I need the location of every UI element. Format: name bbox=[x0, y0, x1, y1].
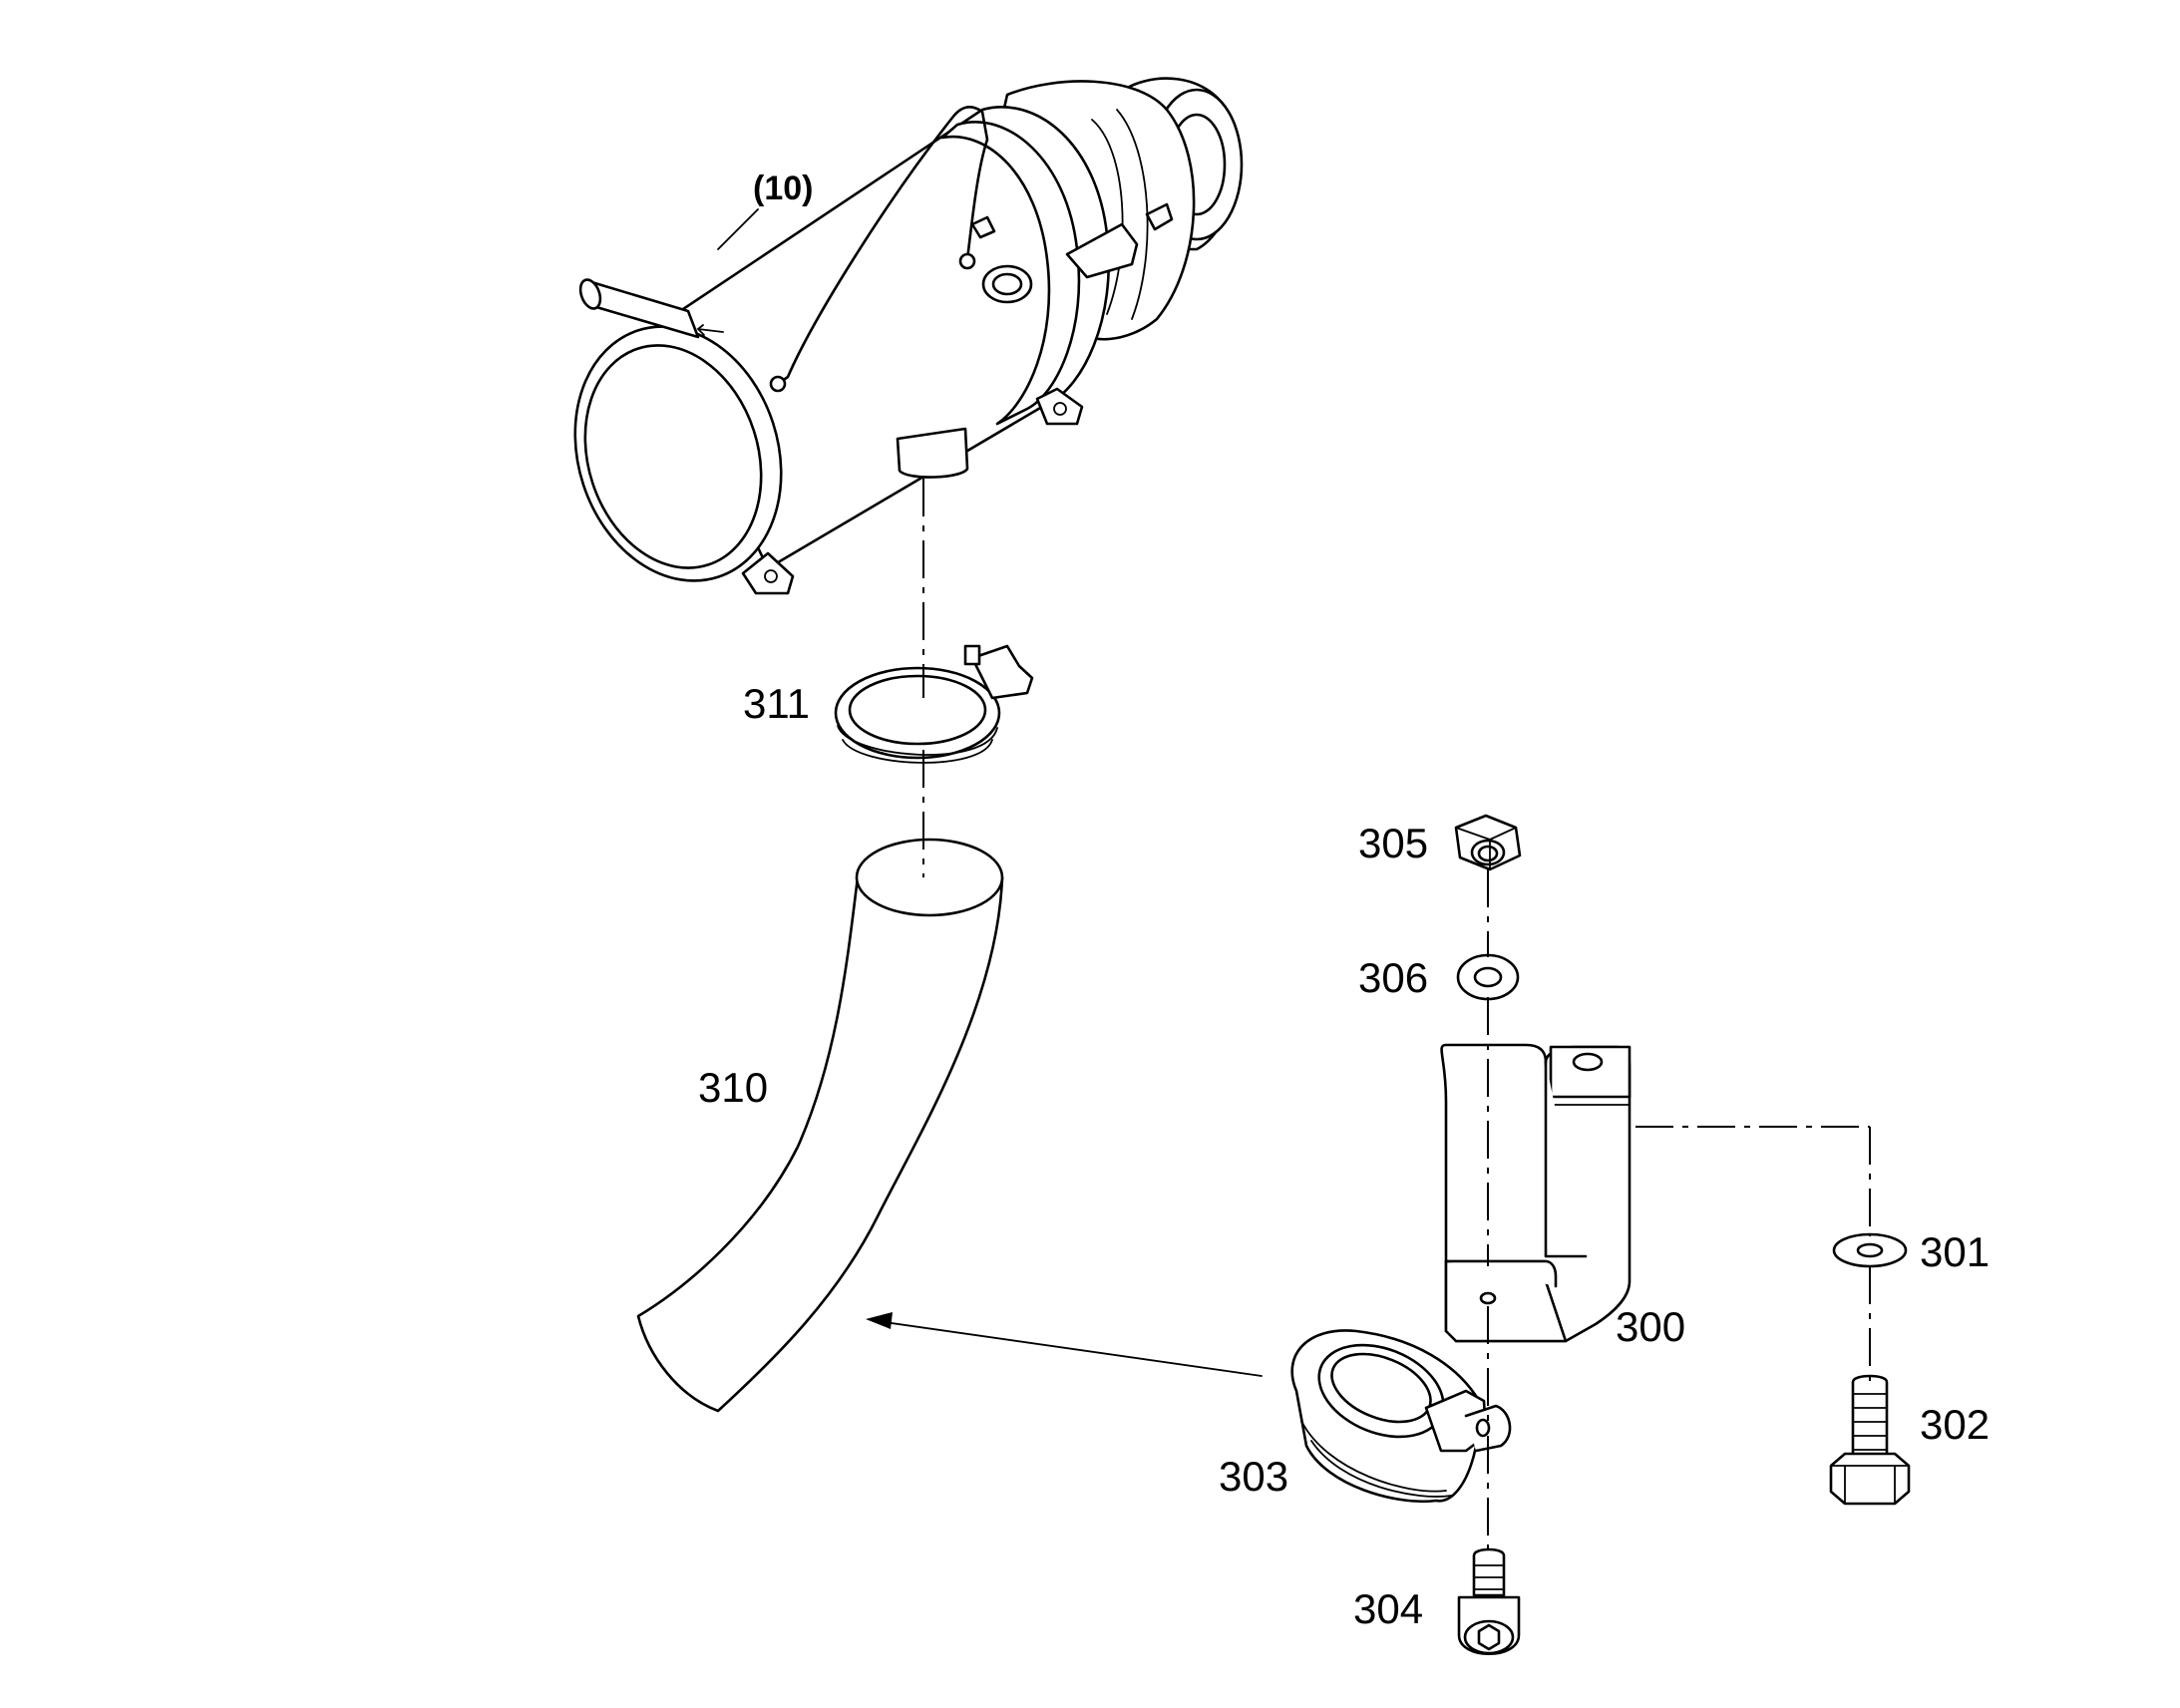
heater-end-cap-inner bbox=[583, 344, 763, 569]
heater-leader-line bbox=[717, 208, 759, 250]
assembly-centerlines bbox=[922, 479, 1871, 1555]
label-304: 304 bbox=[1353, 1585, 1423, 1632]
label-311: 311 bbox=[743, 680, 810, 727]
label-306: 306 bbox=[1358, 954, 1428, 1001]
heater-assembly[interactable] bbox=[544, 77, 1244, 608]
exhaust-pipe-body bbox=[636, 875, 1004, 1413]
washer-306-hole bbox=[1473, 966, 1503, 988]
label-heater: (10) bbox=[753, 170, 813, 207]
clamp-screw-housing bbox=[970, 644, 1034, 700]
bolt-302-head bbox=[1829, 1452, 1911, 1506]
clamp-ring-inner bbox=[848, 674, 987, 746]
label-305: 305 bbox=[1358, 820, 1428, 866]
assembly-arrow bbox=[866, 1312, 1263, 1377]
label-300: 300 bbox=[1616, 1303, 1685, 1350]
label-303: 303 bbox=[1219, 1453, 1288, 1500]
washer-301-hole bbox=[1856, 1242, 1884, 1258]
heater-mounting-foot-front bbox=[741, 551, 795, 595]
screw-304[interactable] bbox=[1457, 1547, 1521, 1655]
label-301: 301 bbox=[1920, 1228, 1990, 1275]
bracket-300[interactable] bbox=[1440, 1043, 1632, 1343]
heater-connector bbox=[1065, 222, 1139, 279]
washer-301[interactable] bbox=[1832, 1232, 1908, 1268]
exhaust-pipe-310[interactable] bbox=[636, 838, 1004, 1413]
label-310: 310 bbox=[698, 1064, 768, 1111]
bolt-302[interactable] bbox=[1829, 1374, 1911, 1506]
heater-exhaust-port bbox=[896, 427, 969, 479]
heater-mounting-foot-rear bbox=[1035, 387, 1084, 426]
heater-sensor-wire bbox=[776, 106, 989, 386]
clamp-311[interactable] bbox=[834, 644, 1034, 764]
washer-306[interactable] bbox=[1456, 953, 1520, 1001]
exhaust-pipe-opening bbox=[855, 838, 1004, 917]
label-302: 302 bbox=[1920, 1401, 1990, 1448]
nut-305[interactable] bbox=[1454, 814, 1522, 871]
exhaust-holder-303[interactable] bbox=[1290, 1328, 1512, 1504]
